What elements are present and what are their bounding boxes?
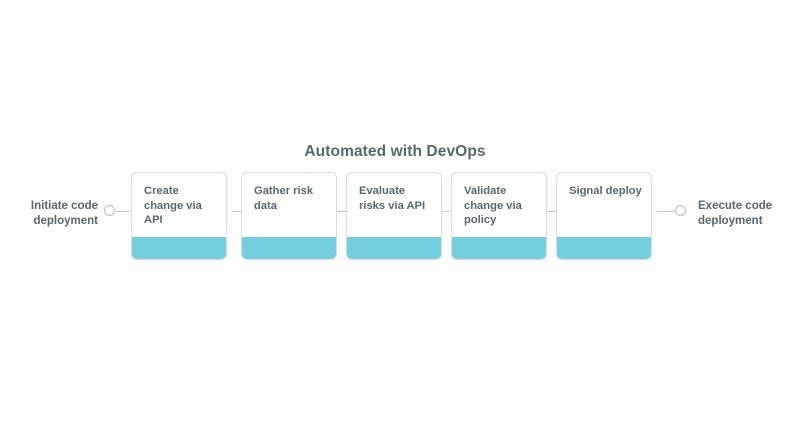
process-step-card[interactable]: Create change via API — [131, 172, 227, 260]
step-connector-stub-3 — [442, 210, 451, 212]
process-step-card[interactable]: Signal deploy — [556, 172, 652, 260]
step-connector-stub-1 — [232, 210, 241, 212]
process-step-card[interactable]: Validate change via policy — [451, 172, 547, 260]
process-step-accent-bar — [242, 237, 336, 259]
step-connector-stub-2 — [337, 210, 346, 212]
process-step-card[interactable]: Gather risk data — [241, 172, 337, 260]
start-endpoint-label: Initiate code deployment — [30, 200, 98, 227]
start-connector-dot-icon — [104, 205, 115, 216]
process-step-label: Signal deploy — [569, 185, 642, 197]
start-connector-line — [115, 210, 132, 212]
process-step-accent-bar — [132, 237, 226, 259]
diagram-title: Automated with DevOps — [304, 143, 486, 160]
step-connector-stub-4 — [547, 210, 556, 212]
process-step-accent-bar — [557, 237, 651, 259]
end-connector-dot-icon — [675, 205, 686, 216]
process-step-label: Evaluate risks via API — [359, 185, 426, 212]
process-step-label: Validate change via policy — [464, 185, 522, 226]
process-step-accent-bar — [452, 237, 546, 259]
process-step-label: Gather risk data — [254, 185, 314, 212]
process-step-card[interactable]: Evaluate risks via API — [346, 172, 442, 260]
process-step-accent-bar — [347, 237, 441, 259]
process-step-label: Create change via API — [144, 185, 202, 226]
process-flow-row: Initiate code deployment Create change v… — [0, 172, 790, 262]
end-endpoint-label: Execute code deployment — [698, 200, 773, 227]
end-connector-line — [657, 210, 676, 212]
